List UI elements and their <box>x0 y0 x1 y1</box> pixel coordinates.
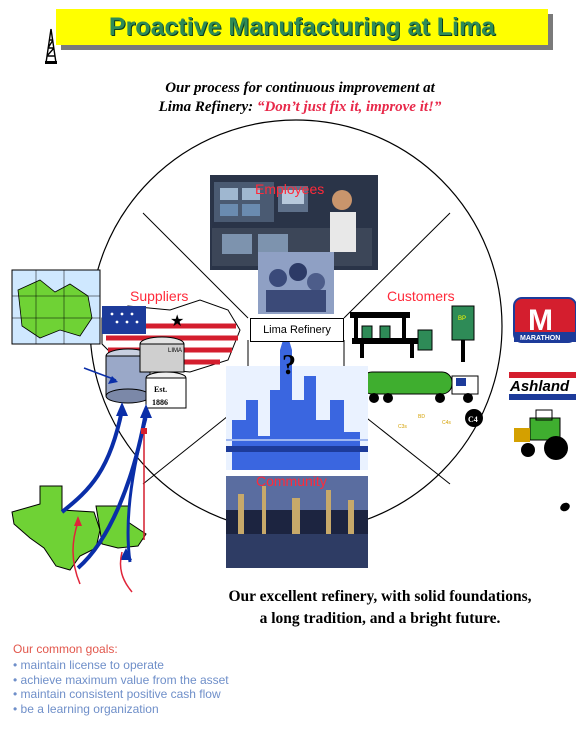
caption-line-1: Our excellent refinery, with solid found… <box>228 588 532 605</box>
segment-label-customers: Customers <box>387 288 455 304</box>
goal-item: maintain consistent positive cash flow <box>13 687 229 702</box>
refinery-photo <box>226 476 368 568</box>
goal-item: maintain license to operate <box>13 658 229 673</box>
marathon-logo: M MARATHON <box>513 297 576 343</box>
canada-map <box>11 269 101 345</box>
wheel-spoke <box>343 212 451 319</box>
wheel-spoke <box>142 212 249 319</box>
marathon-letter: M <box>528 304 553 337</box>
ashland-logo: Ashland <box>509 370 576 400</box>
gas-station-icon: BP <box>350 305 475 362</box>
segment-label-suppliers: Suppliers <box>130 288 189 304</box>
city-skyline <box>226 330 368 470</box>
c4-tag: C4 <box>468 415 478 424</box>
storage-tanks: LIMA Est. 1886 <box>105 336 187 409</box>
svg-text:C3s: C3s <box>398 424 407 430</box>
flow-arrows <box>60 367 152 593</box>
svg-text:★: ★ <box>170 313 184 330</box>
subtitle-line-1: Our process for continuous improvement a… <box>165 80 435 96</box>
marathon-label: MARATHON <box>520 335 560 342</box>
slogan: “Don’t just fix it, improve it!” <box>256 99 442 115</box>
tank-label-year: 1886 <box>152 398 168 407</box>
leaf-icon <box>560 502 570 512</box>
tank-label-est: Est. <box>154 385 167 394</box>
tank-label-lima: LIMA <box>168 348 182 354</box>
svg-text:C4s: C4s <box>442 420 451 426</box>
goals-heading: Our common goals: <box>13 642 118 656</box>
tanker-truck-icon <box>361 371 479 403</box>
oil-derrick-icon <box>45 28 57 64</box>
segment-label-community: Community <box>256 473 327 489</box>
bp-sign: BP <box>458 316 466 322</box>
tractor-icon <box>514 409 568 460</box>
ashland-label: Ashland <box>509 378 570 395</box>
caption-line-2: a long tradition, and a bright future. <box>259 610 501 627</box>
goal-item: be a learning organization <box>13 702 229 717</box>
team-photo <box>258 252 334 314</box>
goal-item: achieve maximum value from the asset <box>13 673 229 688</box>
page-title: Proactive Manufacturing at Lima <box>56 9 548 45</box>
question-mark: ? <box>282 350 296 381</box>
subtitle-prefix: Lima Refinery: <box>158 99 254 115</box>
hub-label: Lima Refinery <box>250 318 344 342</box>
subtitle-line-2: Lima Refinery: “Don’t just fix it, impro… <box>60 99 540 116</box>
svg-text:BD: BD <box>418 414 425 420</box>
goals-list: maintain license to operate achieve maxi… <box>13 658 229 716</box>
product-tags: C4 BD C3s C4s <box>398 409 483 430</box>
segment-label-employees: Employees <box>255 181 325 197</box>
